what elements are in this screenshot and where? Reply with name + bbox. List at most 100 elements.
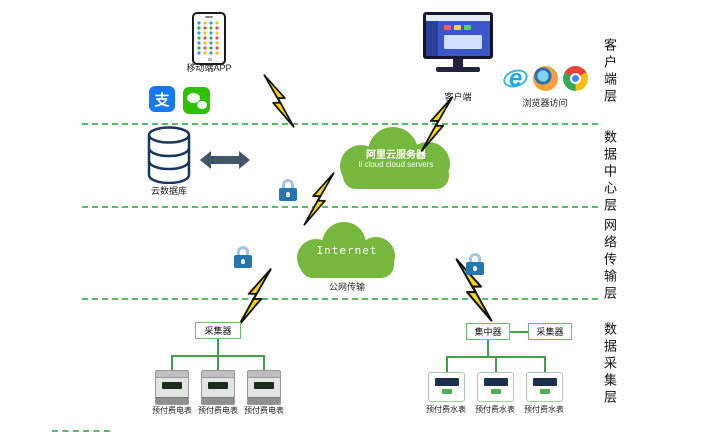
layer-label-client: 客户端层 bbox=[602, 38, 617, 106]
client-computer-icon bbox=[423, 12, 493, 72]
meter-display bbox=[208, 382, 228, 389]
screen-widget bbox=[454, 25, 461, 30]
ali-cloud-subtitle: li cloud cloud servers bbox=[358, 160, 434, 169]
water-meter-icon bbox=[526, 372, 563, 402]
meter-display bbox=[483, 378, 508, 386]
connector-line bbox=[510, 331, 528, 333]
meter-button bbox=[539, 389, 550, 394]
collector-box: 采集器 bbox=[528, 323, 572, 340]
lightning-bolt-icon bbox=[299, 172, 339, 226]
firefox-browser-icon bbox=[533, 66, 558, 91]
lock-shackle bbox=[282, 179, 294, 189]
water-meter-icon bbox=[477, 372, 514, 402]
screen-widget bbox=[444, 25, 451, 30]
connector-line bbox=[446, 358, 448, 372]
lock-icon bbox=[465, 253, 485, 275]
monitor-base bbox=[436, 67, 480, 72]
water-meter-label: 预付费水表 bbox=[524, 405, 564, 414]
mobile-phone-icon bbox=[192, 12, 226, 65]
lock-body bbox=[234, 255, 252, 268]
wechat-bubble-small bbox=[197, 101, 207, 109]
connector-line bbox=[171, 355, 265, 357]
meter-display bbox=[254, 382, 274, 389]
lock-shackle bbox=[237, 246, 249, 256]
sync-arrow-icon bbox=[200, 151, 250, 169]
water-meter-label: 预付费水表 bbox=[475, 405, 515, 414]
lightning-bolt-icon bbox=[258, 74, 300, 128]
layer-label-network: 网络传输层 bbox=[602, 218, 617, 303]
cloud-shape bbox=[340, 127, 450, 189]
lock-shackle bbox=[469, 253, 481, 263]
meter-display bbox=[434, 378, 459, 386]
meter-button bbox=[490, 389, 501, 394]
alipay-glyph: 支 bbox=[154, 91, 170, 109]
meter-terminals bbox=[156, 397, 188, 404]
client-label: 客户端 bbox=[444, 92, 472, 102]
connector-line bbox=[263, 357, 265, 371]
cloud-shape bbox=[297, 222, 395, 278]
wechat-bubble-large bbox=[187, 93, 200, 103]
keyhole bbox=[473, 266, 477, 271]
connector-line bbox=[495, 358, 497, 372]
keyhole bbox=[286, 192, 290, 197]
ie-browser-icon: e bbox=[503, 64, 528, 92]
phone-home-button bbox=[208, 58, 212, 61]
meter-cap bbox=[202, 371, 234, 378]
internet-label: Internet bbox=[316, 244, 378, 257]
ali-cloud-title: 阿里云服务器 bbox=[366, 150, 426, 161]
database-icon bbox=[147, 126, 191, 184]
lock-icon bbox=[233, 246, 253, 268]
lock-icon bbox=[278, 179, 298, 201]
layer-divider-4 bbox=[52, 430, 110, 432]
wechat-icon bbox=[183, 87, 210, 114]
screen-sidebar bbox=[426, 21, 438, 56]
meter-display bbox=[532, 378, 557, 386]
phone-speaker bbox=[205, 16, 213, 18]
layer-divider-3 bbox=[82, 298, 598, 300]
lock-body bbox=[466, 262, 484, 275]
lock-body bbox=[279, 188, 297, 201]
phone-app-grid bbox=[197, 20, 221, 56]
layer-divider-1 bbox=[82, 123, 598, 125]
screen-widget bbox=[444, 35, 482, 49]
meter-button bbox=[441, 389, 452, 394]
meter-cap bbox=[156, 371, 188, 378]
electric-meter-label: 预付费电表 bbox=[198, 406, 238, 415]
water-meter-icon bbox=[428, 372, 465, 402]
electric-meter-icon bbox=[201, 370, 235, 405]
connector-line bbox=[217, 357, 219, 371]
layer-divider-2 bbox=[82, 206, 598, 208]
chrome-core bbox=[570, 73, 581, 84]
lightning-bolt-icon bbox=[235, 268, 275, 326]
water-meter-label: 预付费水表 bbox=[426, 405, 466, 414]
meter-terminals bbox=[248, 397, 280, 404]
computer-screen bbox=[423, 12, 493, 59]
layer-label-data-center: 数据中心层 bbox=[602, 130, 617, 215]
connector-line bbox=[171, 357, 173, 371]
electric-meter-icon bbox=[155, 370, 189, 405]
mobile-app-label: 移动端APP bbox=[186, 63, 232, 73]
collector-box: 采集器 bbox=[195, 322, 241, 339]
meter-display bbox=[162, 382, 182, 389]
alipay-icon: 支 bbox=[149, 86, 175, 112]
layer-label-collection: 数据采集层 bbox=[602, 322, 617, 407]
internet-cloud: Internet bbox=[286, 218, 408, 282]
meter-cap bbox=[248, 371, 280, 378]
screen-titlebar bbox=[426, 15, 490, 21]
monitor-stand bbox=[453, 59, 463, 67]
lightning-bolt-icon bbox=[416, 96, 458, 152]
electric-meter-label: 预付费电表 bbox=[152, 406, 192, 415]
meter-terminals bbox=[202, 397, 234, 404]
electric-meter-label: 预付费电表 bbox=[244, 406, 284, 415]
browser-access-label: 浏览器访问 bbox=[522, 98, 568, 108]
electric-meter-icon bbox=[247, 370, 281, 405]
keyhole bbox=[241, 259, 245, 264]
connector-line bbox=[487, 340, 489, 356]
ie-glyph: e bbox=[508, 64, 523, 92]
screen-widget bbox=[464, 25, 471, 30]
chrome-browser-icon bbox=[563, 66, 588, 91]
public-transmission-label: 公网传输 bbox=[328, 282, 365, 292]
concentrator-box: 集中器 bbox=[466, 323, 510, 340]
connector-line bbox=[217, 339, 219, 356]
